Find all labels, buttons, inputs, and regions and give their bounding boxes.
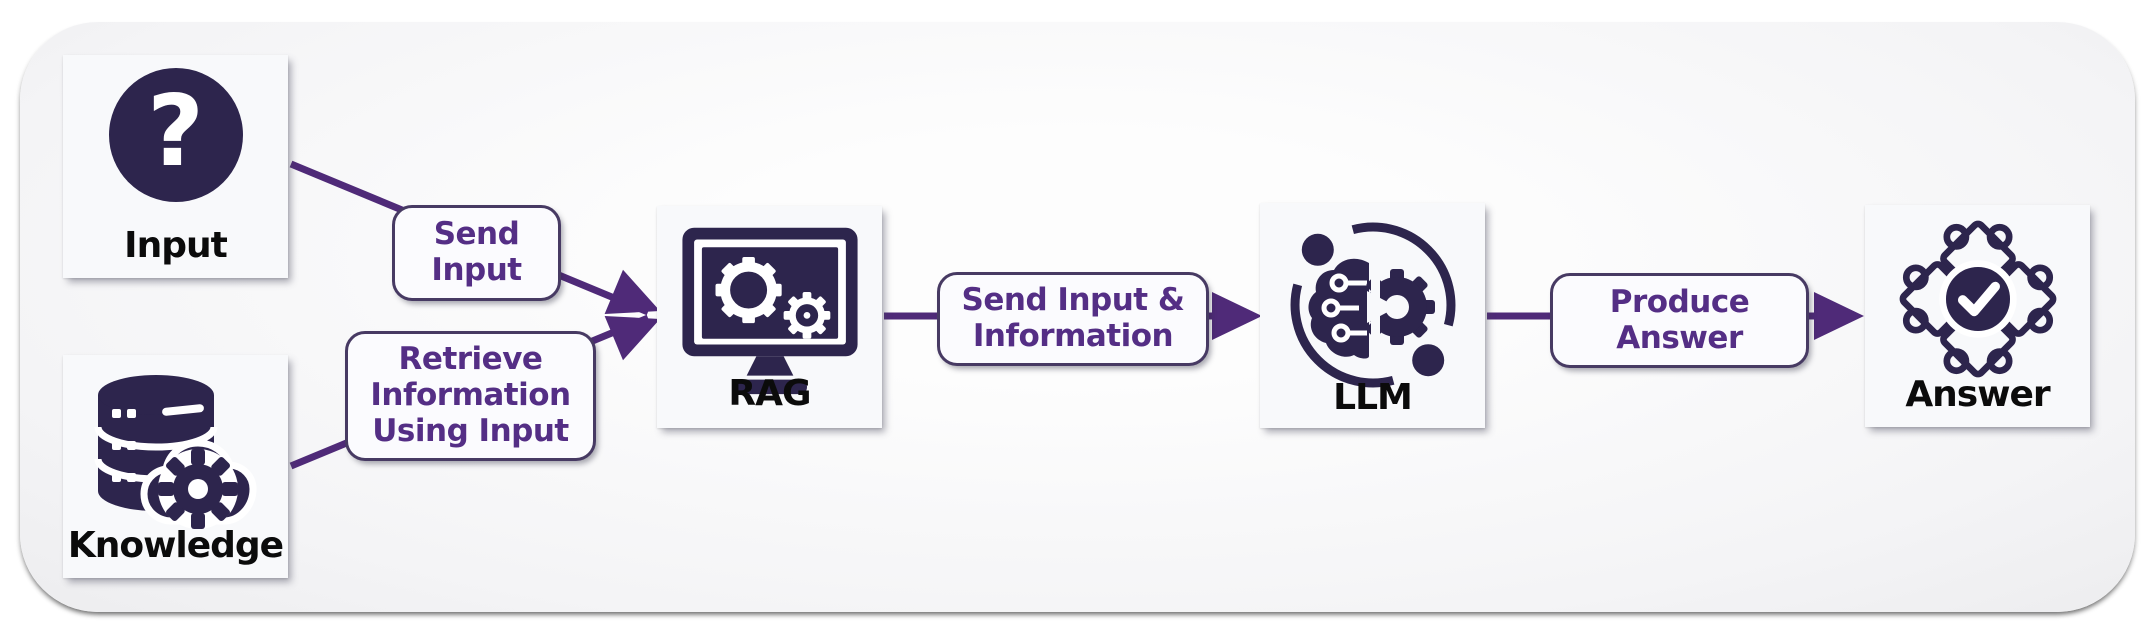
node-llm-label: LLM: [1333, 377, 1413, 418]
node-input-label: Input: [124, 225, 228, 266]
node-answer-label: Answer: [1905, 374, 2050, 415]
edge-label-produce-answer: Produce Answer: [1550, 273, 1809, 368]
edge-label-retrieve-information: Retrieve Information Using Input: [345, 331, 596, 461]
edge-label-line: Retrieve: [398, 341, 543, 378]
node-input: ? Input: [63, 55, 288, 278]
edge-label-line: Information: [972, 318, 1174, 354]
node-rag-label: RAG: [728, 373, 811, 414]
puzzle-check-icon: [1899, 220, 2056, 378]
monitor-gears-icon: [681, 227, 858, 395]
edge-label-send-input-information: Send Input & Information: [937, 272, 1209, 366]
edge-label-line: Input: [431, 252, 522, 288]
node-knowledge-label: Knowledge: [67, 525, 284, 566]
edge-label-line: Using Input: [372, 412, 569, 449]
question-mark-icon: ?: [108, 68, 243, 202]
edge-label-line: Send: [433, 216, 520, 253]
edge-label-send-input: Send Input: [392, 205, 561, 301]
brain-gear-icon: [1290, 222, 1455, 388]
database-gear-icon: [94, 375, 257, 529]
node-answer: Answer: [1865, 205, 2090, 427]
edge-label-line: Information: [370, 377, 571, 414]
edge-label-line: Produce: [1609, 283, 1750, 320]
node-llm: LLM: [1260, 203, 1485, 428]
node-knowledge: Knowledge: [63, 355, 288, 578]
node-rag: RAG: [657, 206, 882, 428]
edge-label-line: Send Input &: [961, 282, 1185, 319]
edge-label-line: Answer: [1616, 319, 1743, 356]
